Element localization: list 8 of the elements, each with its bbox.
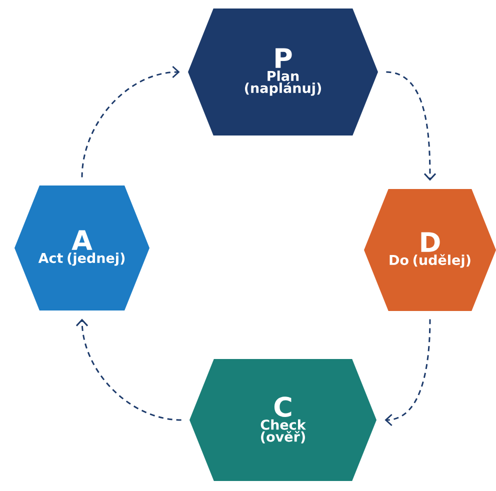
arrow: [76, 318, 182, 421]
arrow: [386, 71, 436, 181]
hexagon: A Act (jednej): [14, 186, 150, 310]
hexagon: C Check (ověř): [190, 359, 376, 481]
arrow: [81, 66, 180, 178]
hexagon: P Plan (naplánuj): [188, 8, 378, 136]
arrow: [384, 319, 431, 426]
hexagon: D Do (udělej): [364, 189, 496, 311]
